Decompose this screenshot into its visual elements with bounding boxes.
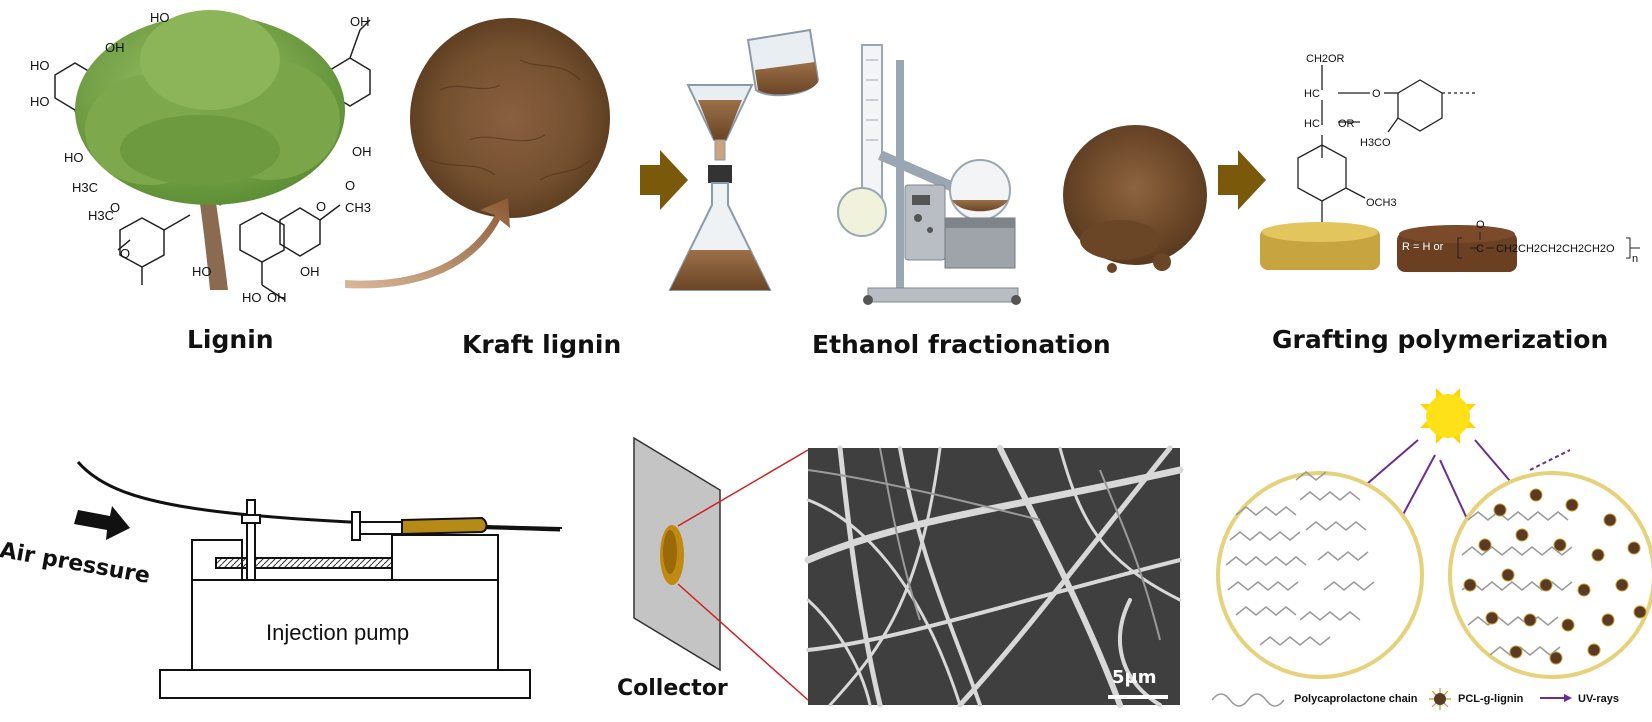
group-label: HO [242,290,262,305]
product-dishes [1260,222,1517,272]
group-label: OH [105,40,125,55]
group-label: OH [352,144,372,159]
legend-uv: UV-rays [1578,693,1619,705]
chem-label: OCH3 [1366,197,1397,209]
filtration-glassware [668,28,820,291]
scale-bar-label: 5μm [1112,667,1157,688]
group-label: OH [350,14,370,29]
collector-plate [633,436,809,701]
repeat-unit-formula: R = H or O C CH2CH2CH2CH2CH2O n [1402,219,1640,265]
sem-image [804,445,1184,708]
kraft-lignin-photo [410,18,610,218]
group-label: O [316,199,326,214]
step-label-ethanol: Ethanol fractionation [812,330,1111,359]
chem-label: O [1476,219,1485,231]
grafting-labels: CH2OR HC HC O OR H3CO OCH3 OR [1304,53,1397,237]
chem-label: HC [1304,88,1320,100]
chem-label: R = H or [1402,241,1444,253]
group-label: H3C [72,180,98,195]
process-arrow [1218,150,1266,210]
chem-label: H3CO [1360,137,1391,149]
curved-arrow [345,198,510,289]
pcl-g-lignin-circle [1448,471,1652,679]
sun-icon [1420,388,1476,444]
tree-illustration [75,10,345,290]
legend-pcl-chain: Polycaprolactone chain [1294,693,1418,705]
uv-arrow-icon [1540,694,1572,702]
air-pressure-arrow [74,506,130,540]
chem-label: CH2CH2CH2CH2CH2O [1496,243,1615,255]
group-label: HO [30,94,50,109]
lignin-group-labels: HO HO OH HO OH HO OH O HO OH OH HO O O H… [30,10,372,305]
injection-pump-label: Injection pump [266,620,410,645]
lignin-powder-pile [1063,125,1207,273]
chem-label: HC [1304,118,1320,130]
chem-label: C [1476,243,1484,255]
lignin-particles [1463,488,1647,665]
group-label: HO [192,264,212,279]
step-label-grafting: Grafting polymerization [1272,325,1609,354]
group-label: OH [300,264,320,279]
group-label: HO [64,150,84,165]
group-label: O [120,246,130,261]
pcl-circle [1216,471,1424,679]
pcl-g-lignin-icon [1429,688,1451,710]
rotary-evaporator [837,44,1021,305]
step-label-kraft: Kraft lignin [462,330,622,359]
grafting-structure [1297,65,1476,222]
legend-pcl-g-lignin: PCL-g-lignin [1458,693,1524,705]
group-label: HO [150,10,170,25]
legend: Polycaprolactone chain PCL-g-lignin UV-r… [1211,688,1619,710]
chem-label: OR [1338,118,1355,130]
chem-label: n [1632,253,1638,265]
pcl-chain-icon [1211,693,1285,707]
chem-label: CH2OR [1306,53,1345,65]
kraft-texture [429,59,591,181]
process-arrow [640,150,688,210]
step-label-lignin: Lignin [187,325,274,354]
group-label: OH [267,290,287,305]
collector-label: Collector [617,676,728,701]
group-label: O [345,178,355,193]
chem-label: O [1372,88,1381,100]
group-label: O [110,200,120,215]
group-label: CH3 [345,200,371,215]
group-label: HO [30,58,50,73]
group-label: H3C [88,208,114,223]
injection-pump [76,461,563,699]
